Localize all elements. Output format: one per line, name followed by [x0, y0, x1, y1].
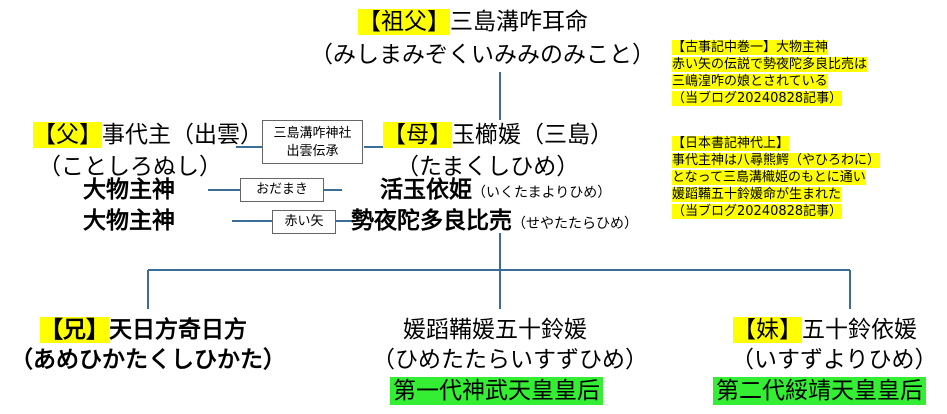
father-tag: 【父】	[33, 122, 102, 148]
nihonshoki-note-line-2: 事代主神は八尋熊鰐（やひろわに）	[672, 153, 881, 168]
kojiki-note-line-2: 赤い矢の伝説で勢夜陀多良比売は	[672, 57, 868, 72]
sister-name: 五十鈴依媛	[802, 317, 917, 343]
grandfather-node: 【祖父】三島溝咋耳命	[0, 8, 947, 36]
mother-tag: 【母】	[383, 122, 452, 148]
father-reading: （ことしろぬし）	[38, 154, 222, 180]
sister-title: 第二代綏靖天皇皇后	[713, 377, 926, 405]
mother-reading: （たまくしひめ）	[396, 154, 580, 180]
brother-tag: 【兄】	[40, 317, 109, 343]
tradition-box-line-1: 三島溝咋神社	[273, 126, 352, 141]
grandfather-reading: （みしまみぞくいみみのみこと）	[310, 42, 655, 68]
mother-alias-2: 勢夜陀多良比売（せやたたらひめ）	[351, 207, 638, 235]
father-node: 【父】事代主（出雲）	[33, 121, 263, 149]
sister-tag: 【妹】	[733, 317, 802, 343]
mother-alias-1-reading: （いくたまよりひめ）	[472, 185, 612, 201]
nihonshoki-note: 【日本書記神代上】 事代主神は八尋熊鰐（やひろわに） となって三島溝樴姫のもとに…	[672, 135, 881, 220]
mother-name: 玉櫛媛（三島）	[452, 122, 613, 148]
grandfather-name: 三島溝咋耳命	[450, 9, 588, 35]
mother-alias-1-name: 活玉依姫	[380, 177, 472, 203]
middle-child-title: 第一代神武天皇皇后	[390, 377, 603, 405]
akaiya-box: 赤い矢	[272, 210, 336, 234]
nihonshoki-note-line-1: 【日本書記神代上】	[672, 136, 790, 151]
odamaki-box: おだまき	[240, 178, 324, 202]
brother-reading: （あめひかたくしひかた）	[10, 347, 286, 373]
brother-name: 天日方奇日方	[109, 317, 247, 343]
mother-alias-2-reading: （せやたたらひめ）	[512, 216, 638, 232]
nihonshoki-note-line-5: （当ブログ20240828記事）	[672, 204, 843, 219]
kojiki-note-line-1: 【古事記中巻一】大物主神	[672, 40, 829, 55]
nihonshoki-note-line-4: 媛蹈鞴五十鈴媛命が生まれた	[672, 187, 842, 202]
mother-node: 【母】玉櫛媛（三島）	[383, 121, 613, 149]
nihonshoki-note-line-3: となって三島溝樴姫のもとに通い	[672, 170, 866, 185]
kojiki-note: 【古事記中巻一】大物主神 赤い矢の伝説で勢夜陀多良比売は 三嶋湟咋の娘とされてい…	[672, 39, 868, 107]
sister-node: 【妹】五十鈴依媛	[733, 316, 917, 344]
father-alias-1: 大物主神	[83, 177, 175, 203]
father-name: 事代主（出雲）	[102, 122, 263, 148]
mother-alias-2-name: 勢夜陀多良比売	[351, 208, 512, 234]
father-alias-2: 大物主神	[83, 208, 175, 234]
tradition-box: 三島溝咋神社 出雲伝承	[262, 120, 363, 164]
kojiki-note-line-3: 三嶋湟咋の娘とされている	[672, 74, 828, 89]
middle-child-name: 媛蹈鞴媛五十鈴媛	[403, 317, 587, 343]
middle-child-reading: （ひめたたらいすずひめ）	[372, 347, 648, 373]
grandfather-tag: 【祖父】	[358, 9, 450, 35]
tradition-box-line-2: 出雲伝承	[286, 144, 339, 159]
mother-alias-1: 活玉依姫（いくたまよりひめ）	[380, 176, 611, 204]
sister-reading: （いすずよりひめ）	[731, 347, 938, 373]
kojiki-note-line-4: （当ブログ20240828記事）	[672, 91, 843, 106]
brother-node: 【兄】天日方奇日方	[40, 316, 247, 344]
